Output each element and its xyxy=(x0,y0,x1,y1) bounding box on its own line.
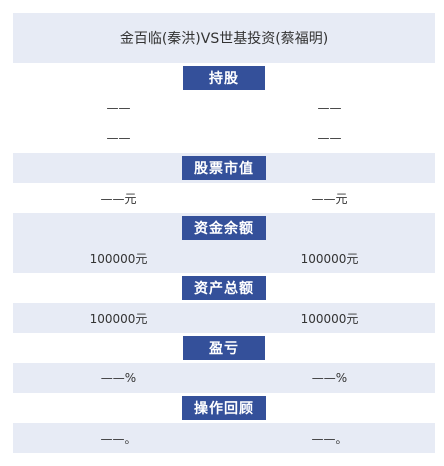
holdings-row-1: —— —— xyxy=(13,93,435,123)
cash-balance-row: 100000元 100000元 xyxy=(13,243,435,273)
profit-loss-left: ——% xyxy=(100,371,137,385)
market-value-right: ——元 xyxy=(311,191,348,206)
holdings-left-2: —— xyxy=(106,131,131,145)
holdings-header: 持股 xyxy=(183,66,265,90)
section-total-assets: 资产总额 xyxy=(13,273,435,303)
total-assets-header: 资产总额 xyxy=(182,276,266,300)
operation-review-right: ——。 xyxy=(311,431,348,446)
market-value-header: 股票市值 xyxy=(182,156,266,180)
section-profit-loss: 盈亏 xyxy=(13,333,435,363)
comparison-title: 金百临(秦洪)VS世基投资(蔡福明) xyxy=(13,13,435,63)
section-cash-balance: 资金余额 xyxy=(13,213,435,243)
profit-loss-right: ——% xyxy=(311,371,348,385)
section-holdings: 持股 xyxy=(13,63,435,93)
market-value-row: ——元 ——元 xyxy=(13,183,435,213)
profit-loss-row: ——% ——% xyxy=(13,363,435,393)
market-value-left: ——元 xyxy=(100,191,137,206)
operation-review-row: ——。 ——。 xyxy=(13,423,435,453)
cash-balance-right: 100000元 xyxy=(300,251,359,266)
operation-review-left: ——。 xyxy=(100,431,137,446)
total-assets-left: 100000元 xyxy=(89,311,148,326)
total-assets-right: 100000元 xyxy=(300,311,359,326)
cash-balance-header: 资金余额 xyxy=(182,216,266,240)
operation-review-header: 操作回顾 xyxy=(182,396,266,420)
profit-loss-header: 盈亏 xyxy=(183,336,265,360)
cash-balance-left: 100000元 xyxy=(89,251,148,266)
holdings-right-2: —— xyxy=(317,131,342,145)
section-market-value: 股票市值 xyxy=(13,153,435,183)
comparison-panel: 金百临(秦洪)VS世基投资(蔡福明) 持股 —— —— —— —— 股票市值 —… xyxy=(13,13,435,455)
total-assets-row: 100000元 100000元 xyxy=(13,303,435,333)
holdings-row-2: —— —— xyxy=(13,123,435,153)
holdings-right-1: —— xyxy=(317,101,342,115)
section-operation-review: 操作回顾 xyxy=(13,393,435,423)
holdings-left-1: —— xyxy=(106,101,131,115)
